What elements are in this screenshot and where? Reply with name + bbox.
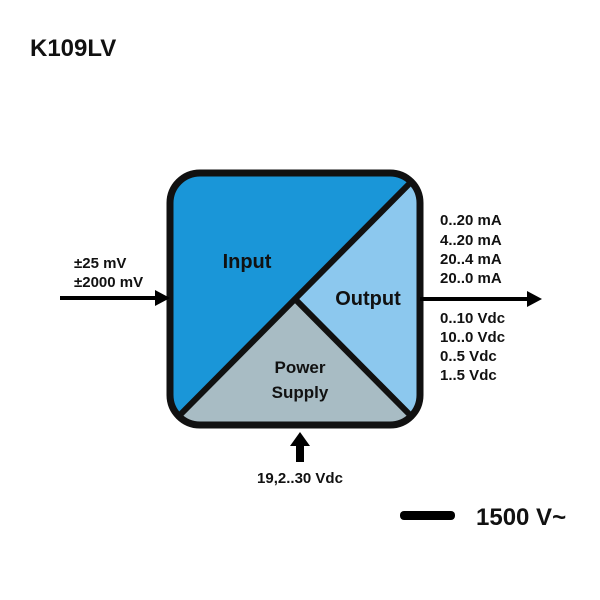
input-arrow-icon	[60, 290, 170, 306]
output-current-range-1: 0..20 mA	[440, 212, 502, 229]
device-title: K109LV	[30, 35, 116, 62]
output-region	[295, 173, 420, 425]
power-supply-region	[170, 299, 420, 425]
input-label: Input	[223, 251, 272, 273]
output-arrow-icon	[420, 291, 542, 307]
supply-arrow-icon	[290, 432, 310, 462]
supply-range: 19,2..30 Vdc	[257, 470, 343, 487]
power-label-line1: Power	[274, 358, 325, 377]
output-current-range-4: 20..0 mA	[440, 270, 502, 287]
output-voltage-range-4: 1..5 Vdc	[440, 367, 497, 384]
power-label-line2: Supply	[272, 383, 329, 402]
isolation-bar-icon	[400, 511, 455, 520]
output-current-range-2: 4..20 mA	[440, 232, 502, 249]
output-current-range-3: 20..4 mA	[440, 251, 502, 268]
output-label: Output	[335, 288, 401, 310]
converter-block	[170, 173, 420, 425]
power-divider	[292, 296, 420, 425]
input-range-2: ±2000 mV	[74, 274, 143, 291]
output-voltage-range-1: 0..10 Vdc	[440, 310, 505, 327]
output-voltage-range-3: 0..5 Vdc	[440, 348, 497, 365]
input-range-1: ±25 mV	[74, 255, 126, 272]
isolation-label: 1500 V~	[476, 504, 566, 531]
output-voltage-range-2: 10..0 Vdc	[440, 329, 505, 346]
